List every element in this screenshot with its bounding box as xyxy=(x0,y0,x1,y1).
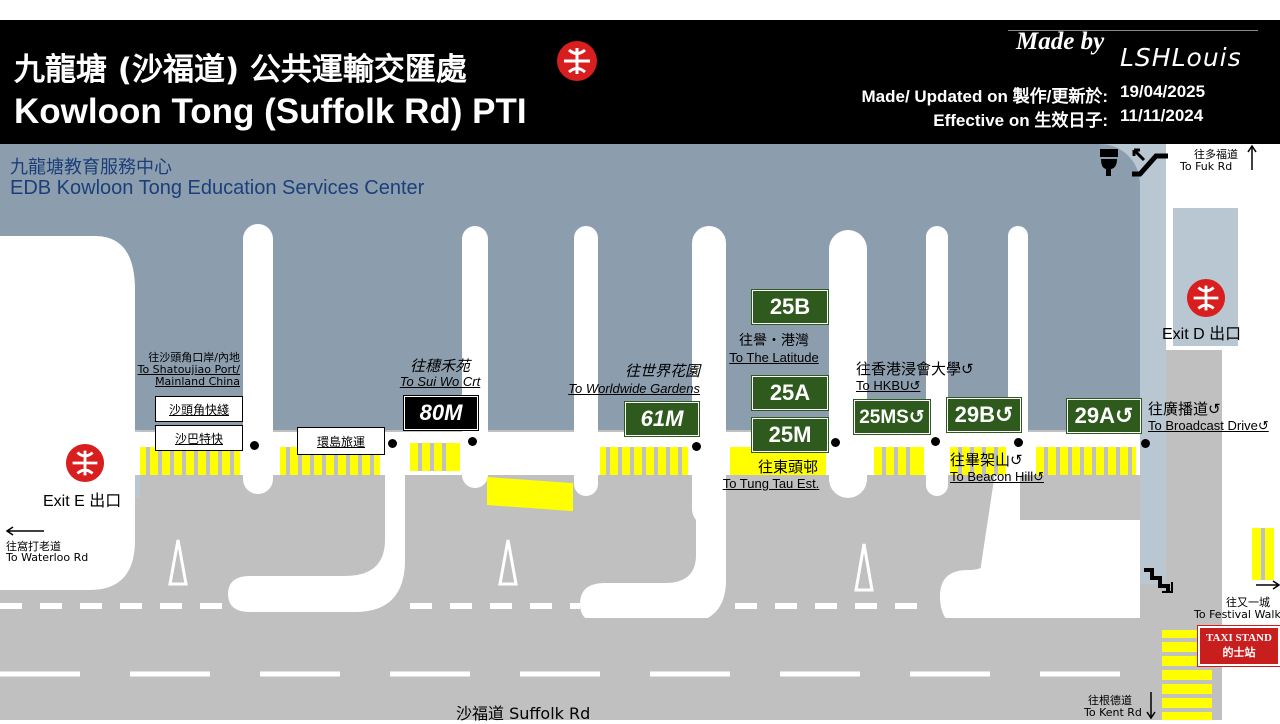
service-shatoujiao-express: 沙頭角快綫 xyxy=(155,396,243,422)
dest-shatoujiao-en2: Mainland China xyxy=(155,375,240,388)
direction-kent-en: To Kent Rd xyxy=(1084,706,1142,719)
bus-stop-dot xyxy=(468,437,477,446)
direction-waterloo-zh: 往窩打老道 xyxy=(6,540,61,553)
dest-worldwide-en: To Worldwide Gardens xyxy=(568,381,700,396)
updated-date: 19/04/2025 xyxy=(1120,82,1206,101)
kerb-right xyxy=(1140,144,1166,584)
direction-fuk-rd-zh: 往多福道 xyxy=(1194,148,1238,161)
escalator-icon xyxy=(1132,148,1168,177)
header-bar xyxy=(0,20,1280,144)
dest-latitude-en: To The Latitude xyxy=(729,350,819,365)
road-bottom xyxy=(0,618,1160,720)
dest-beacon-en: To Beacon Hill↺ xyxy=(950,469,1044,484)
author-name: LSHLouis xyxy=(1120,43,1242,72)
updated-label: Made/ Updated on 製作/更新於: xyxy=(861,87,1109,106)
bus-stop-dot xyxy=(250,441,259,450)
route-25a: 25A xyxy=(751,375,829,411)
mtr-logo-icon xyxy=(557,41,597,81)
bus-island-4 xyxy=(940,520,1140,628)
road-name-suffolk: 沙福道 Suffolk Rd xyxy=(456,704,591,723)
dest-beacon-zh: 往畢架山↺ xyxy=(950,451,1023,469)
toilet-icon xyxy=(1100,149,1118,176)
bus-stop-dot xyxy=(388,439,397,448)
route-25m: 25M xyxy=(751,417,829,453)
route-29b: 29B↺ xyxy=(946,397,1022,433)
exit-e-label: Exit E 出口 xyxy=(43,493,122,510)
effective-label: Effective on 生效日子: xyxy=(933,111,1108,130)
direction-festival-zh: 往又一城 xyxy=(1226,596,1270,609)
arrow-down-icon xyxy=(1146,692,1156,720)
bus-island-1 xyxy=(228,440,405,612)
route-61m: 61M xyxy=(624,401,700,437)
route-25ms: 25MS↺ xyxy=(853,399,931,435)
effective-date: 11/11/2024 xyxy=(1120,106,1204,125)
taxi-stand-zh: 的士站 xyxy=(1222,647,1256,659)
dest-sui-wo-zh: 往穗禾苑 xyxy=(409,358,470,375)
service-island-travel: 環島旅運 xyxy=(297,427,385,455)
dest-broadcast-en: To Broadcast Drive↺ xyxy=(1148,418,1269,433)
bus-stop-dot xyxy=(831,438,840,447)
mtr-logo-icon xyxy=(65,443,105,483)
mtr-logo-icon xyxy=(1186,278,1226,318)
dest-shatoujiao-en1: To Shatoujiao Port/ xyxy=(137,363,240,376)
pavement-left-corner xyxy=(0,475,135,590)
stairs-icon xyxy=(1144,568,1173,593)
building-name-zh: 九龍塘教育服務中心 xyxy=(10,157,172,178)
direction-kent-zh: 往根德道 xyxy=(1088,694,1132,707)
dest-tung-tau-en: To Tung Tau Est. xyxy=(722,476,820,491)
dest-shatoujiao-zh: 往沙頭角口岸/內地 xyxy=(148,351,240,364)
mtr-exit-d-building xyxy=(1173,208,1238,346)
arrow-right-icon xyxy=(1256,580,1280,590)
divider xyxy=(1008,30,1258,31)
arrow-up-icon xyxy=(1247,144,1257,170)
service-sha-ba-express: 沙巴特快 xyxy=(155,425,243,451)
bus-stop-dot xyxy=(692,442,701,451)
dest-tung-tau-zh: 往東頭邨 xyxy=(757,458,818,476)
dest-broadcast-zh: 往廣播道↺ xyxy=(1148,400,1221,418)
route-29a: 29A↺ xyxy=(1066,398,1142,434)
taxi-stand-sign: TAXI STAND 的士站 xyxy=(1197,625,1280,667)
dest-latitude-zh: 往譽・港灣 xyxy=(739,333,809,349)
route-25b: 25B xyxy=(751,289,829,325)
dest-sui-wo-en: To Sui Wo Crt xyxy=(399,374,481,389)
bus-stop-dot xyxy=(1141,439,1150,448)
page-title-en: Kowloon Tong (Suffolk Rd) PTI xyxy=(14,92,527,131)
arrow-left-icon xyxy=(6,526,44,536)
direction-fuk-rd-en: To Fuk Rd xyxy=(1180,160,1233,173)
dest-hkbu-en: To HKBU↺ xyxy=(856,378,921,393)
dest-hkbu-zh: 往香港浸會大學↺ xyxy=(856,360,974,378)
bus-island-2 xyxy=(580,440,726,624)
direction-festival-en: To Festival Walk xyxy=(1194,608,1280,621)
page-title-zh: 九龍塘 (沙福道) 公共運輸交匯處 xyxy=(14,52,467,88)
taxi-stand-en: TAXI STAND xyxy=(1206,632,1272,644)
dest-worldwide-zh: 往世界花園 xyxy=(624,363,700,380)
direction-waterloo-en: To Waterloo Rd xyxy=(6,551,89,564)
bus-stop-dot xyxy=(1014,438,1023,447)
road-arrow-icon xyxy=(168,539,874,592)
building-name-en: EDB Kowloon Tong Education Services Cent… xyxy=(10,177,425,199)
made-by-label: Made by xyxy=(1016,28,1105,55)
route-80m: 80M xyxy=(403,395,479,431)
exit-d-label: Exit D 出口 xyxy=(1162,326,1242,343)
bus-stop-dot xyxy=(931,437,940,446)
